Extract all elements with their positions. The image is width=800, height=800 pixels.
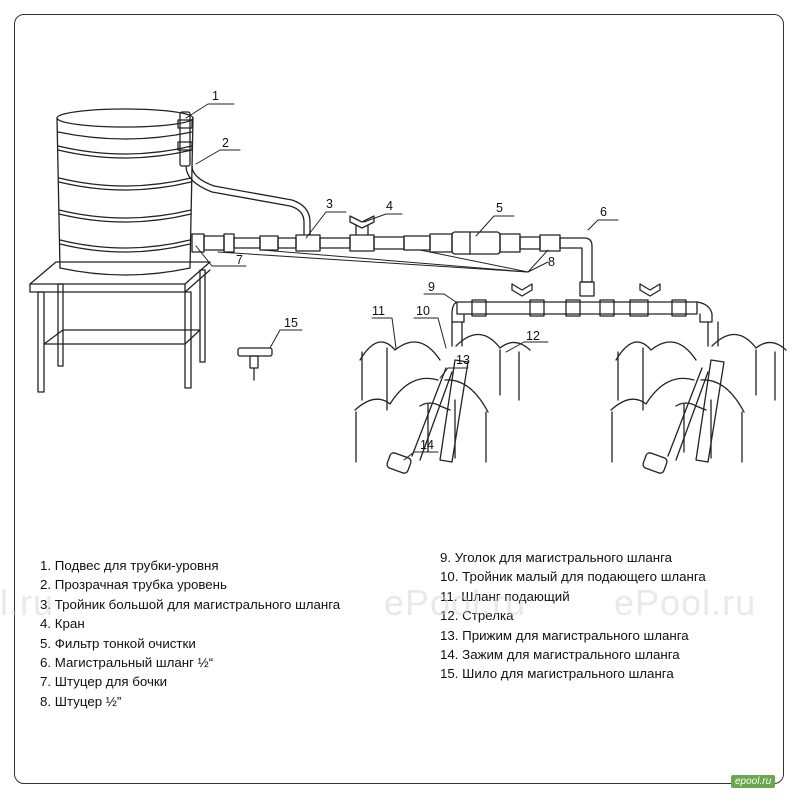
legend-item: 7. Штуцер для бочки — [40, 674, 168, 690]
legend-item: 15. Шило для магистрального шланга — [440, 666, 674, 682]
callout-8: 8 — [548, 255, 555, 269]
callout-14: 14 — [420, 438, 434, 452]
main-line — [191, 215, 595, 297]
legend-item: 8. Штуцер ½” — [40, 693, 122, 709]
legend-item: 9. Уголок для магистрального шланга — [440, 550, 673, 565]
level-tube — [177, 111, 311, 235]
legend-right: 9. Уголок для магистрального шланга 10. … — [440, 548, 706, 684]
awl-tool — [237, 347, 273, 381]
legend-item: 6. Магистральный шланг ½“ — [40, 655, 214, 671]
legend-item: 3. Тройник большой для магистрального шл… — [40, 596, 341, 612]
distribution-branch — [451, 283, 713, 323]
callout-labels: 1 2 3 4 5 6 7 8 9 10 11 12 13 14 15 — [212, 89, 607, 452]
callout-4: 4 — [386, 199, 393, 213]
legend-item: 10. Тройник малый для подающего шланга — [440, 569, 706, 585]
dripper-assembly-left — [354, 321, 531, 474]
callout-10: 10 — [416, 304, 430, 318]
callout-13: 13 — [456, 353, 470, 367]
legend-item: 13. Прижим для магистрального шланга — [440, 627, 689, 643]
callout-leaders — [185, 103, 619, 461]
callout-12: 12 — [526, 329, 540, 343]
callout-15: 15 — [284, 316, 298, 330]
legend-item: 12. Стрелка — [440, 608, 514, 624]
dripper-assembly-right — [610, 321, 787, 474]
site-badge[interactable]: epool.ru — [731, 775, 776, 788]
callout-1: 1 — [212, 89, 219, 103]
callout-2: 2 — [222, 136, 229, 150]
legend-item: 11. Шланг подающий — [440, 588, 570, 604]
callout-9: 9 — [428, 280, 435, 294]
callout-6: 6 — [600, 205, 607, 219]
legend-item: 14. Зажим для магистрального шланга — [440, 647, 680, 663]
barrel — [56, 108, 194, 276]
callout-3: 3 — [326, 197, 333, 211]
legend-left: 1. Подвес для трубки-уровня 2. Прозрачна… — [40, 556, 340, 711]
pointer-lines — [217, 249, 549, 273]
diagram-frame — [14, 14, 784, 784]
callout-11: 11 — [372, 304, 385, 318]
callout-7: 7 — [236, 253, 243, 267]
callout-5: 5 — [496, 201, 503, 215]
barrel-stand — [29, 261, 211, 393]
legend-item: 2. Прозрачная трубка уровень — [40, 577, 227, 593]
legend-item: 4. Кран — [40, 616, 85, 632]
legend-item: 5. Фильтр тонкой очистки — [40, 635, 196, 651]
legend-item: 1. Подвес для трубки-уровня — [40, 558, 219, 573]
